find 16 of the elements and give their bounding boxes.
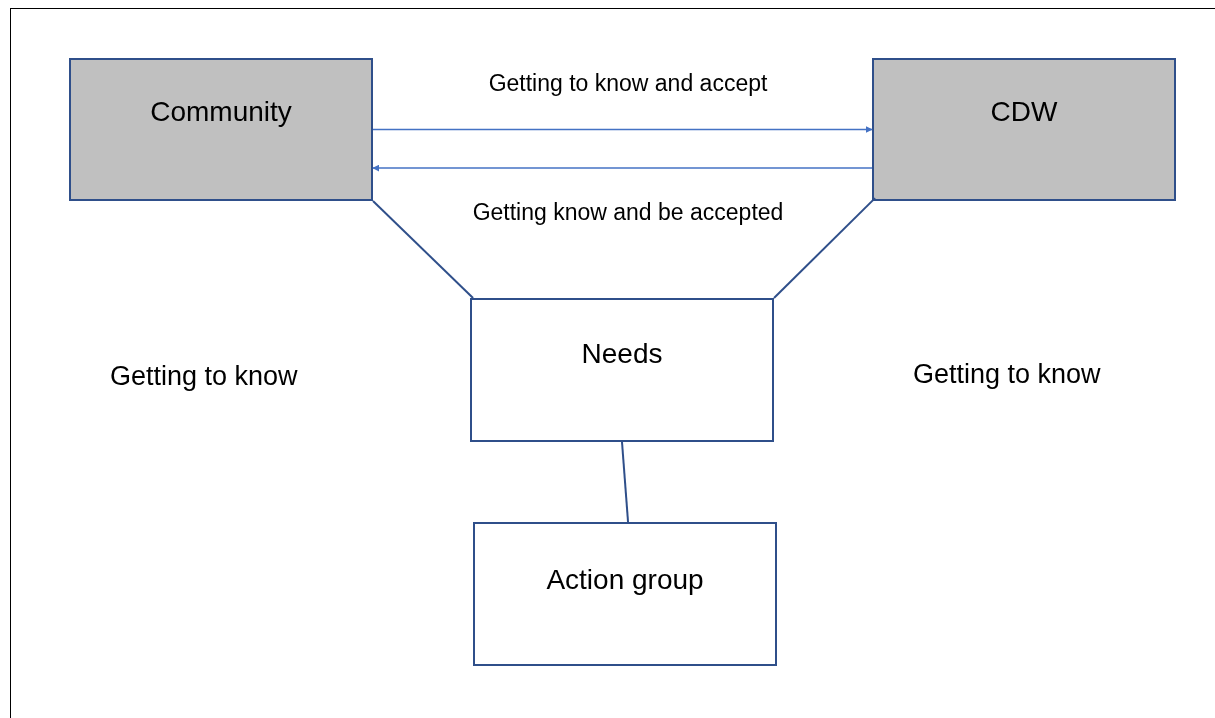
connector-line xyxy=(773,197,877,299)
edge-label: Getting to know and accept xyxy=(486,70,770,97)
connector-line xyxy=(621,441,630,523)
side-label: Getting to know xyxy=(913,359,1101,390)
box-label: Community xyxy=(150,96,292,128)
process-box xyxy=(473,522,777,666)
arrow xyxy=(372,126,873,133)
box-label: Needs xyxy=(581,338,663,370)
side-label: Getting to know xyxy=(110,361,298,392)
process-box xyxy=(470,298,774,442)
shaded-box xyxy=(872,58,1176,201)
shaded-box xyxy=(69,58,373,201)
arrow xyxy=(372,164,873,172)
box-label: Action group xyxy=(546,564,704,596)
connector-line xyxy=(372,200,475,299)
box-label: CDW xyxy=(990,96,1058,128)
